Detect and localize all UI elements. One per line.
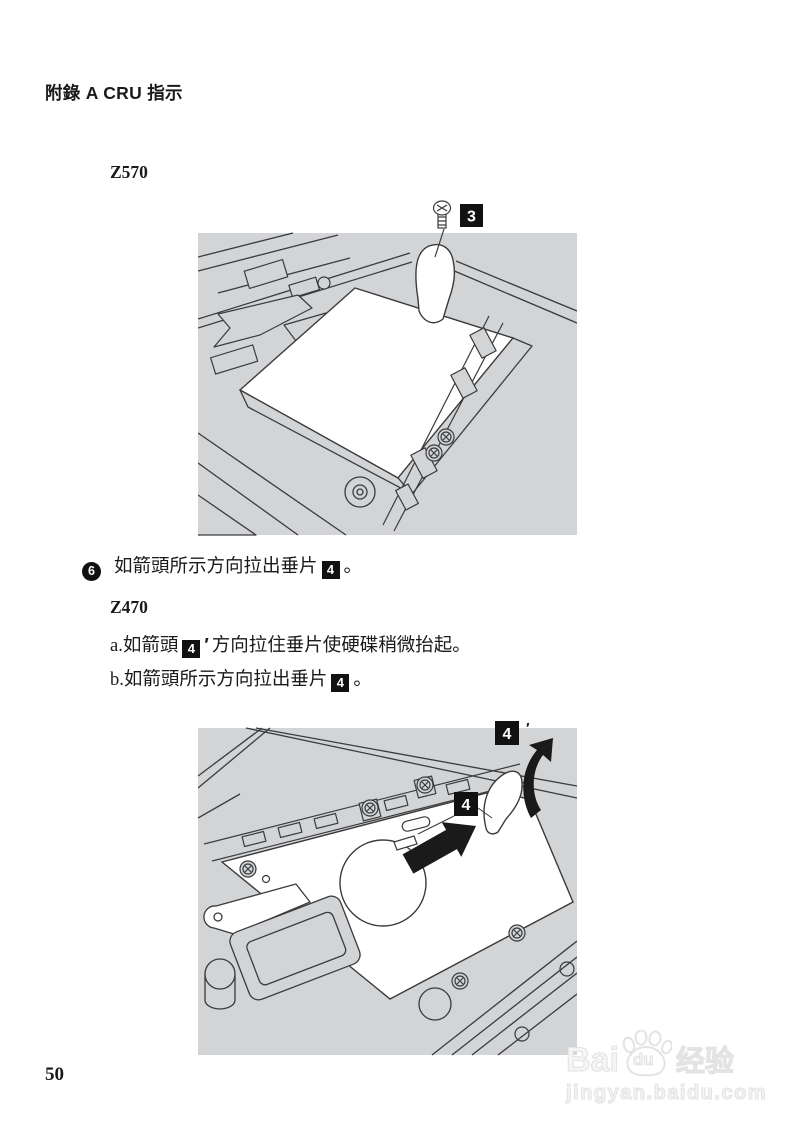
step-a-text-before: 如箭頭 <box>122 636 179 656</box>
screw-icon <box>416 776 434 794</box>
screw-icon <box>508 924 526 942</box>
bracket-arm <box>203 883 311 935</box>
callout-4prime-number: 4 <box>503 726 512 743</box>
component-bay <box>204 895 361 1010</box>
pull-tab <box>415 243 456 324</box>
hdd-spindle <box>339 839 427 927</box>
screw-icon <box>361 799 379 817</box>
plate-hole <box>261 874 271 884</box>
watermark-url: jingyan.baidu.com <box>565 1081 768 1104</box>
step-6-suffix: 。 <box>343 557 363 577</box>
figure-z570-hdd-removal: 3 <box>198 200 577 536</box>
pull-tab <box>483 770 523 835</box>
model-label-z470: Z470 <box>110 597 148 617</box>
panel-hole <box>514 1026 530 1042</box>
spindle-notch <box>393 835 418 851</box>
screw-icon <box>425 444 443 462</box>
callout-4-number: 4 <box>462 797 471 814</box>
step-a-callout-tag: 4 <box>182 640 201 658</box>
step-b-suffix: 。 <box>353 670 372 690</box>
screw-boss <box>344 476 376 508</box>
hdd-rail <box>382 315 504 532</box>
step-a-prefix: a. <box>110 636 123 656</box>
plate-slot <box>401 816 431 832</box>
leader-line <box>417 807 493 835</box>
step-b-prefix: b. <box>110 670 124 690</box>
watermark-jingyan-text: 经验 <box>675 1045 734 1078</box>
callout-3-badge <box>460 204 483 227</box>
callout-4prime-badge <box>495 721 519 745</box>
slide-direction-arrow <box>402 822 476 874</box>
screw-icon <box>239 860 257 878</box>
leader-line <box>434 228 445 258</box>
page-title: 附錄 A CRU 指示 <box>45 83 183 103</box>
callout-prime-mark: ′ <box>526 720 530 737</box>
baidu-watermark: Bai du 经验 jingyan.baidu.com <box>565 1029 781 1105</box>
page-number: 50 <box>45 1064 64 1085</box>
screw-icon <box>437 428 455 446</box>
panel-rails <box>431 940 577 1056</box>
baidu-paw-icon: du <box>620 1029 673 1077</box>
step-a-prime: ′ <box>204 634 209 655</box>
callout-3-number: 3 <box>467 209 476 226</box>
model-label-z570: Z570 <box>110 162 148 182</box>
watermark-bai-text: Bai <box>565 1041 619 1079</box>
panel-boss <box>418 987 452 1021</box>
figure-z470-hdd-removal: 4 4 ′ <box>198 720 577 1056</box>
step-6-bullet: 6 <box>82 562 101 581</box>
step-6-text: 如箭頭所示方向拉出垂片 <box>114 557 318 577</box>
watermark-du-text: du <box>632 1050 654 1069</box>
screw-icon <box>451 972 469 990</box>
watermark-brand-row: Bai du 经验 <box>565 1029 781 1079</box>
screw-icon <box>432 200 452 229</box>
lift-direction-arrow <box>523 738 553 818</box>
step-b-text-before: 如箭頭所示方向拉出垂片 <box>123 670 328 690</box>
step-a-text-after: 方向拉住垂片使硬碟稍微抬起。 <box>211 636 471 656</box>
panel-hole <box>559 961 575 977</box>
step-6-callout-tag: 4 <box>321 561 340 579</box>
step-b-callout-tag: 4 <box>331 674 350 692</box>
callout-4-badge <box>454 792 478 816</box>
